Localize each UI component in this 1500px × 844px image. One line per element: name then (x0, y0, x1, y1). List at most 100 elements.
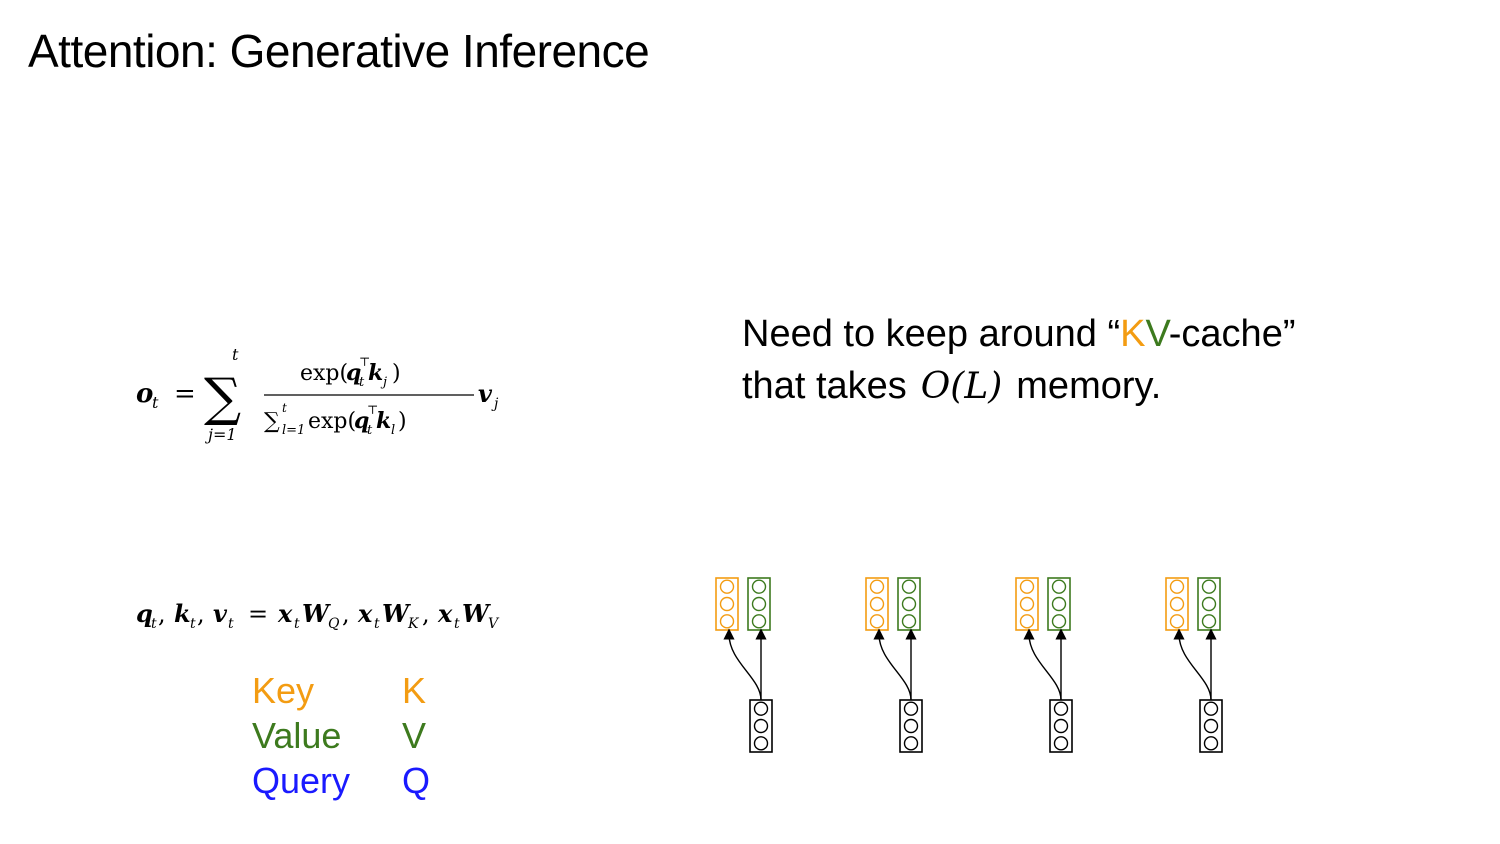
value-vector-cell (901, 579, 917, 594)
svg-text:): ) (392, 361, 401, 386)
svg-text:k: k (376, 408, 391, 434)
svg-text:q: q (346, 360, 361, 386)
svg-text:⊤: ⊤ (367, 403, 378, 417)
value-vector-cell (1201, 614, 1217, 629)
key-arrow (1173, 628, 1212, 701)
svg-text:exp(: exp( (308, 409, 356, 434)
legend-symbol: V (402, 715, 427, 756)
input-vector-cell (903, 701, 919, 716)
key-vector-cell (719, 579, 735, 594)
key-vector-cell (1169, 614, 1185, 629)
input-vector-frame (1199, 699, 1223, 753)
key-vector-frame (865, 577, 889, 631)
key-vector-cell (1169, 596, 1185, 612)
input-vector-cell (1053, 736, 1069, 751)
input-vector (1199, 699, 1223, 753)
svg-text:Q: Q (328, 616, 340, 632)
legend-row-key: Key K (252, 668, 430, 713)
svg-text:x: x (437, 599, 453, 628)
legend-name: Key (252, 670, 315, 711)
svg-text:t: t (152, 393, 159, 412)
key-vector (865, 577, 889, 631)
svg-text:k: k (368, 360, 383, 386)
value-vector-cell (1051, 596, 1067, 612)
svg-text:,: , (342, 600, 350, 628)
note-line-1: Need to keep around “KV-cache” (742, 308, 1295, 360)
svg-text:v: v (478, 379, 493, 408)
legend-symbol: Q (402, 760, 431, 801)
svg-text:=: = (248, 600, 268, 628)
value-vector-frame (747, 577, 771, 631)
key-vector-frame (715, 577, 739, 631)
input-vector (749, 699, 773, 753)
svg-text:q: q (354, 408, 369, 434)
svg-text:,: , (197, 600, 205, 628)
value-vector-frame (1047, 577, 1071, 631)
key-arrow (1023, 628, 1062, 701)
input-vector-frame (899, 699, 923, 753)
complexity-expression: O(L) (920, 366, 1003, 407)
key-vector-cell (1019, 596, 1035, 612)
svg-text:o: o (136, 379, 153, 409)
svg-text:l: l (391, 423, 395, 438)
value-vector (747, 577, 771, 631)
input-vector-cell (1203, 736, 1219, 751)
key-vector-cell (869, 614, 885, 629)
svg-text:x: x (277, 599, 293, 628)
svg-text:t: t (359, 375, 365, 390)
value-vector-cell (751, 579, 767, 594)
key-vector-frame (1015, 577, 1039, 631)
kv-cache-diagram (715, 577, 1223, 753)
svg-text:v: v (213, 599, 228, 628)
kv-unit (1015, 577, 1073, 753)
value-vector-cell (751, 614, 767, 629)
input-vector-cell (1053, 718, 1069, 734)
svg-text:W: W (302, 599, 331, 628)
key-arrow (873, 628, 912, 701)
value-vector-cell (751, 596, 767, 612)
note-text: Need to keep around “ (742, 313, 1121, 355)
svg-text:,: , (158, 600, 166, 628)
svg-text:t: t (151, 616, 157, 632)
legend-name: Value (252, 715, 342, 756)
key-vector-cell (869, 596, 885, 612)
svg-text:W: W (462, 599, 491, 628)
svg-text:): ) (398, 409, 407, 434)
key-vector (1015, 577, 1039, 631)
svg-text:W: W (382, 599, 411, 628)
note-k: K (1120, 313, 1146, 355)
input-vector (899, 699, 923, 753)
value-vector-cell (901, 596, 917, 612)
svg-text:t: t (374, 616, 380, 632)
input-vector-cell (753, 701, 769, 716)
svg-text:t: t (190, 616, 196, 632)
key-vector-cell (869, 579, 885, 594)
attention-equation: o t = t ∑ j=1 exp( q ⊤ t k j ) ∑ t l=1 e… (136, 345, 499, 444)
value-vector-cell (1051, 579, 1067, 594)
kvq-legend: Key K Value V Query Q (252, 668, 430, 803)
svg-text:K: K (407, 616, 420, 632)
value-vector-cell (1201, 596, 1217, 612)
input-vector-cell (1203, 718, 1219, 734)
legend-name: Query (252, 760, 351, 801)
svg-text:∑: ∑ (204, 368, 241, 428)
kv-unit (715, 577, 773, 753)
svg-text:∑: ∑ (264, 409, 280, 434)
key-vector (1165, 577, 1189, 631)
legend-symbol: K (402, 670, 427, 711)
kv-cache-note: Need to keep around “KV-cache” that take… (742, 308, 1295, 413)
value-vector-cell (901, 614, 917, 629)
input-vector-frame (749, 699, 773, 753)
note-text: that takes (742, 365, 907, 407)
value-vector-frame (897, 577, 921, 631)
svg-text:j: j (380, 375, 387, 390)
svg-text:q: q (136, 599, 153, 628)
svg-text:t: t (294, 616, 300, 632)
svg-text:t: t (282, 401, 287, 415)
input-vector-cell (1203, 701, 1219, 716)
key-vector-frame (1165, 577, 1189, 631)
input-vector-cell (753, 718, 769, 734)
input-vector-cell (903, 718, 919, 734)
input-vector (1049, 699, 1073, 753)
